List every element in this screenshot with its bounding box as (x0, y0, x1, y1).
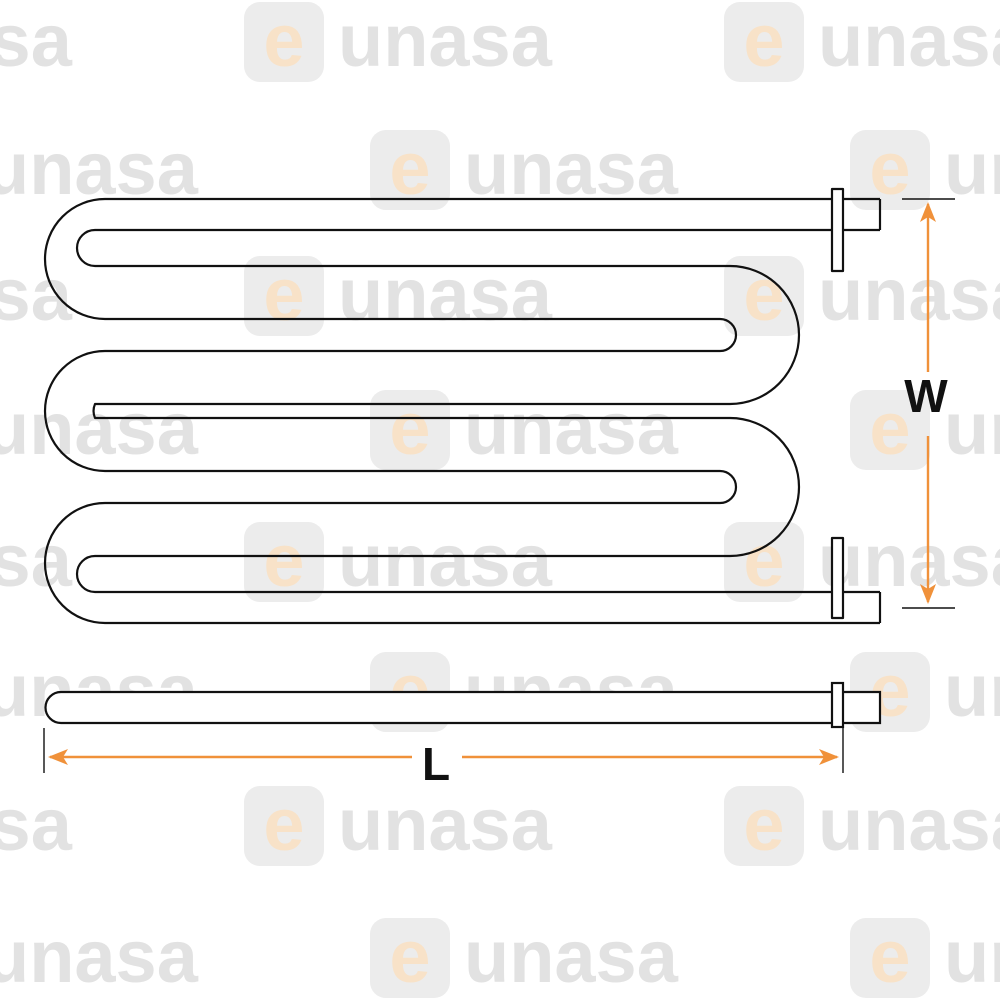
svg-text:e: e (389, 915, 430, 998)
svg-text:unasa: unasa (818, 253, 1000, 336)
svg-text:unasa: unasa (0, 127, 199, 210)
svg-text:e: e (869, 387, 910, 470)
svg-text:unasa: unasa (944, 387, 1000, 470)
svg-text:e: e (263, 0, 304, 82)
svg-text:unasa: unasa (464, 387, 679, 470)
svg-text:e: e (263, 783, 304, 866)
svg-text:e: e (389, 127, 430, 210)
width-label: W (904, 370, 948, 422)
svg-text:unasa: unasa (338, 519, 553, 602)
svg-text:unasa: unasa (0, 783, 73, 866)
svg-text:unasa: unasa (0, 0, 73, 82)
svg-text:unasa: unasa (0, 253, 73, 336)
svg-text:e: e (743, 0, 784, 82)
mounting-flange-top (830, 187, 845, 273)
length-label: L (422, 738, 450, 790)
svg-text:unasa: unasa (338, 0, 553, 82)
svg-text:e: e (743, 783, 784, 866)
width-dimension: W (902, 198, 955, 609)
svg-text:unasa: unasa (818, 519, 1000, 602)
svg-text:unasa: unasa (0, 915, 199, 998)
svg-text:e: e (389, 387, 430, 470)
svg-text:unasa: unasa (944, 649, 1000, 732)
svg-text:e: e (743, 519, 784, 602)
element-side-view (44, 681, 882, 729)
svg-text:e: e (869, 127, 910, 210)
tube-inner-outline (75, 228, 880, 594)
svg-text:unasa: unasa (464, 915, 679, 998)
svg-text:unasa: unasa (0, 519, 73, 602)
mounting-flange-bottom (830, 536, 845, 620)
svg-text:e: e (263, 519, 304, 602)
svg-text:e: e (743, 253, 784, 336)
svg-text:e: e (869, 915, 910, 998)
svg-text:unasa: unasa (464, 127, 679, 210)
side-view-flange (830, 681, 845, 729)
svg-text:unasa: unasa (338, 783, 553, 866)
svg-text:unasa: unasa (818, 0, 1000, 82)
tube-outer-outline (43, 197, 880, 625)
side-view-tube (44, 690, 882, 725)
svg-text:unasa: unasa (944, 915, 1000, 998)
length-dimension: L (43, 728, 844, 790)
svg-text:unasa: unasa (0, 387, 199, 470)
serpentine-element-top-view (43, 187, 882, 625)
svg-text:unasa: unasa (818, 783, 1000, 866)
svg-text:unasa: unasa (944, 127, 1000, 210)
